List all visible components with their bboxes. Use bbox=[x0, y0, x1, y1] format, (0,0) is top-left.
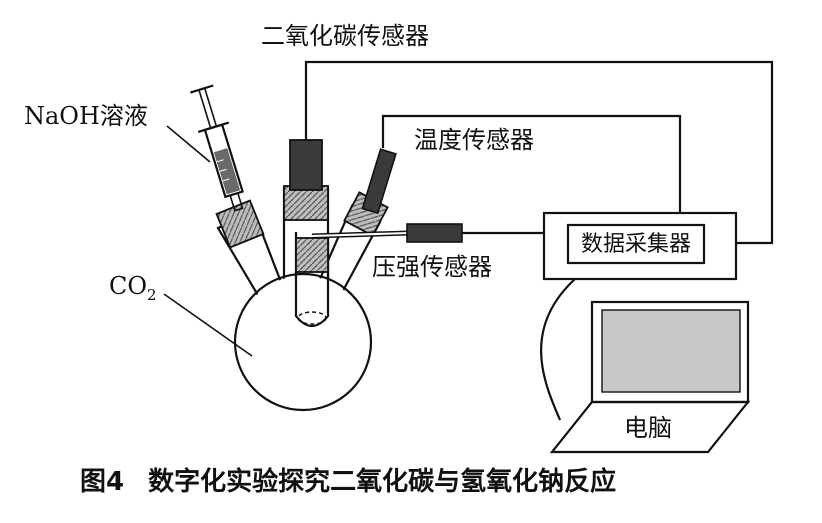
syringe-tick bbox=[219, 168, 227, 172]
inner-tube-stopper bbox=[295, 237, 329, 273]
flask-body-fill bbox=[237, 276, 369, 408]
left-stopper bbox=[215, 199, 265, 249]
naoh-formula: NaOH bbox=[24, 102, 100, 130]
co2-label: CO2 bbox=[109, 272, 157, 304]
flask-body bbox=[233, 272, 373, 412]
figure-number: 图4 bbox=[80, 467, 124, 497]
figure-caption: 图4 数字化实验探究二氧化碳与氢氧化钠反应 bbox=[80, 466, 616, 497]
pressure-sensor-probe bbox=[406, 223, 463, 243]
left-stopper-group bbox=[215, 199, 265, 249]
naoh-leader-line bbox=[166, 125, 211, 163]
data-collector-box bbox=[542, 211, 738, 281]
laptop: 电脑 bbox=[549, 300, 751, 454]
data-collector-display bbox=[566, 223, 706, 265]
figure-title: 数字化实验探究二氧化碳与氢氧化钠反应 bbox=[148, 466, 616, 497]
syringe-liquid bbox=[213, 148, 241, 195]
pressure-sensor-tube-inner bbox=[311, 232, 409, 237]
co2-sensor-label: 二氧化碳传感器 bbox=[261, 22, 429, 50]
co2-leader-line bbox=[163, 293, 253, 357]
laptop-base bbox=[549, 400, 751, 454]
computer-label: 电脑 bbox=[624, 414, 672, 442]
stoppers bbox=[215, 185, 389, 273]
sensors bbox=[289, 139, 463, 243]
temp-sensor-group bbox=[361, 148, 397, 215]
syringe-tick bbox=[216, 159, 224, 163]
naoh-solution: 溶液 bbox=[100, 102, 148, 130]
pressure-sensor-label: 压强传感器 bbox=[372, 253, 492, 281]
temp-sensor-cable bbox=[381, 114, 682, 213]
wires bbox=[304, 60, 774, 421]
syringe bbox=[190, 84, 244, 212]
co2-label-subscript: 2 bbox=[147, 286, 157, 304]
computer-cable bbox=[540, 278, 576, 421]
laptop-screen-display bbox=[601, 309, 741, 393]
inner-test-tube-mouth bbox=[297, 311, 327, 325]
co2-sensor-cable bbox=[304, 60, 774, 245]
co2-sensor-probe bbox=[289, 139, 323, 191]
data-collector-label: 数据采集器 bbox=[581, 232, 691, 257]
temp-sensor-probe bbox=[361, 148, 397, 215]
syringe-plunger-rod bbox=[197, 87, 218, 130]
data-collector: 数据采集器 bbox=[542, 211, 738, 281]
naoh-label: NaOH溶液 bbox=[24, 102, 148, 130]
inner-test-tube bbox=[294, 232, 330, 328]
middle-stopper bbox=[283, 185, 329, 221]
syringe-tip bbox=[229, 192, 244, 212]
temp-sensor-label: 温度传感器 bbox=[414, 126, 534, 154]
syringe-tick bbox=[222, 178, 230, 182]
co2-label-main: CO bbox=[109, 272, 147, 300]
